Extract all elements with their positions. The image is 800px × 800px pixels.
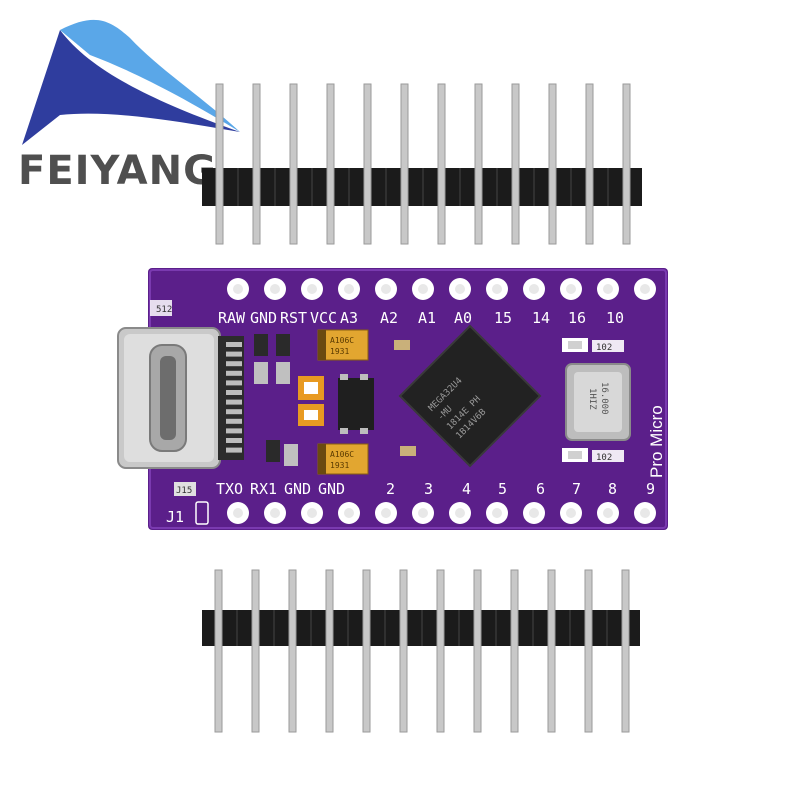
bottom-pin-pad <box>301 502 323 524</box>
brand-name: FEIYANG <box>18 148 217 194</box>
bottom-pin-pad <box>338 502 360 524</box>
bottom-pin-pad <box>486 502 508 524</box>
bottom-pin-pad <box>449 502 471 524</box>
bottom-header-pin <box>325 569 334 733</box>
smd-label-512: 512 <box>156 305 172 315</box>
bottom-header-pin <box>436 569 445 733</box>
oscillator-line1: 16.000 <box>599 382 609 415</box>
top-pin-pad <box>264 278 286 300</box>
top-pin-label: A2 <box>380 309 398 327</box>
top-header-plastic <box>202 168 642 206</box>
bottom-header-pin <box>473 569 482 733</box>
bottom-pin-pad <box>412 502 434 524</box>
bottom-pin-label: 5 <box>498 480 507 498</box>
bottom-header-pin <box>214 569 223 733</box>
bottom-pin-label: 6 <box>536 480 545 498</box>
top-header-pin <box>548 83 557 245</box>
bottom-header-pin <box>399 569 408 733</box>
bottom-header-pin <box>621 569 630 733</box>
top-pin-label: RST <box>280 309 307 327</box>
bottom-pin-label: 9 <box>646 480 655 498</box>
bottom-pin-pad <box>560 502 582 524</box>
bottom-pin-pad <box>375 502 397 524</box>
bottom-pin-label: RX1 <box>250 480 277 498</box>
mcu-chip: MEGA32U4 -MU 1814E PH 1B14V6B <box>398 324 542 468</box>
bottom-pin-pad <box>523 502 545 524</box>
top-header-pin <box>363 83 372 245</box>
bottom-pin-label: 2 <box>386 480 395 498</box>
bottom-pin-pad <box>597 502 619 524</box>
crystal-oscillator: 16.000 1HIZ <box>565 363 631 441</box>
usb-c-connector <box>117 327 244 469</box>
top-pin-pad <box>486 278 508 300</box>
top-pin-label: A1 <box>418 309 436 327</box>
capacitor-top-line1: A106C <box>330 336 354 345</box>
oscillator-line2: 1HIZ <box>587 388 597 410</box>
bottom-pin-header <box>202 569 640 733</box>
top-pin-label: 15 <box>494 309 512 327</box>
top-header-pin <box>511 83 520 245</box>
pro-micro-board: 512 J15 A106C 1931 A106C 1931 <box>117 268 668 530</box>
top-pin-label: 10 <box>606 309 624 327</box>
top-header-pin <box>622 83 631 245</box>
smd-label-102-top: 102 <box>596 343 612 353</box>
top-pin-pad <box>597 278 619 300</box>
top-header-pin <box>252 83 261 245</box>
bottom-pin-label: 8 <box>608 480 617 498</box>
capacitor-bottom-line2: 1931 <box>330 461 349 470</box>
top-header-pin <box>289 83 298 245</box>
bottom-pin-pad <box>634 502 656 524</box>
bottom-header-plastic <box>202 610 640 646</box>
jumper-label: J1 <box>166 508 184 526</box>
bottom-header-pin <box>251 569 260 733</box>
bottom-pin-pad <box>227 502 249 524</box>
top-pin-label: A3 <box>340 309 358 327</box>
board-name: Pro Micro <box>647 405 666 478</box>
top-header-pin <box>215 83 224 245</box>
bottom-pin-pad <box>264 502 286 524</box>
top-pin-pad <box>634 278 656 300</box>
top-pin-pad <box>412 278 434 300</box>
top-pin-label: VCC <box>310 309 337 327</box>
top-pin-label: A0 <box>454 309 472 327</box>
capacitor-top: A106C 1931 <box>317 329 369 361</box>
top-pin-pad <box>227 278 249 300</box>
top-pin-pad <box>523 278 545 300</box>
smd-label-102-bottom: 102 <box>596 453 612 463</box>
top-header-pin <box>585 83 594 245</box>
bottom-header-pin <box>362 569 371 733</box>
top-pin-pad <box>449 278 471 300</box>
top-pin-pad <box>375 278 397 300</box>
capacitor-bottom: A106C 1931 <box>317 443 369 475</box>
bottom-pin-label: 7 <box>572 480 581 498</box>
top-pin-pad <box>560 278 582 300</box>
top-pin-label: GND <box>250 309 277 327</box>
bottom-pin-label: 3 <box>424 480 433 498</box>
bottom-pin-label: GND <box>284 480 311 498</box>
brand-logo <box>22 19 240 146</box>
bottom-header-pin <box>510 569 519 733</box>
bottom-pin-label: GND <box>318 480 345 498</box>
top-pin-header <box>202 83 642 245</box>
top-pin-label: 16 <box>568 309 586 327</box>
top-pin-pad <box>301 278 323 300</box>
top-pin-label: 14 <box>532 309 550 327</box>
top-header-pin <box>437 83 446 245</box>
bottom-pin-label: 4 <box>462 480 471 498</box>
bottom-header-pin <box>547 569 556 733</box>
bottom-header-pin <box>584 569 593 733</box>
capacitor-bottom-line1: A106C <box>330 450 354 459</box>
top-header-pin <box>326 83 335 245</box>
smd-label-j15: J15 <box>176 486 192 496</box>
top-header-pin <box>474 83 483 245</box>
bottom-pin-label: TXO <box>216 480 243 498</box>
capacitor-top-line2: 1931 <box>330 347 349 356</box>
top-header-pin <box>400 83 409 245</box>
top-pin-pad <box>338 278 360 300</box>
bottom-header-pin <box>288 569 297 733</box>
top-pin-label: RAW <box>218 309 246 327</box>
